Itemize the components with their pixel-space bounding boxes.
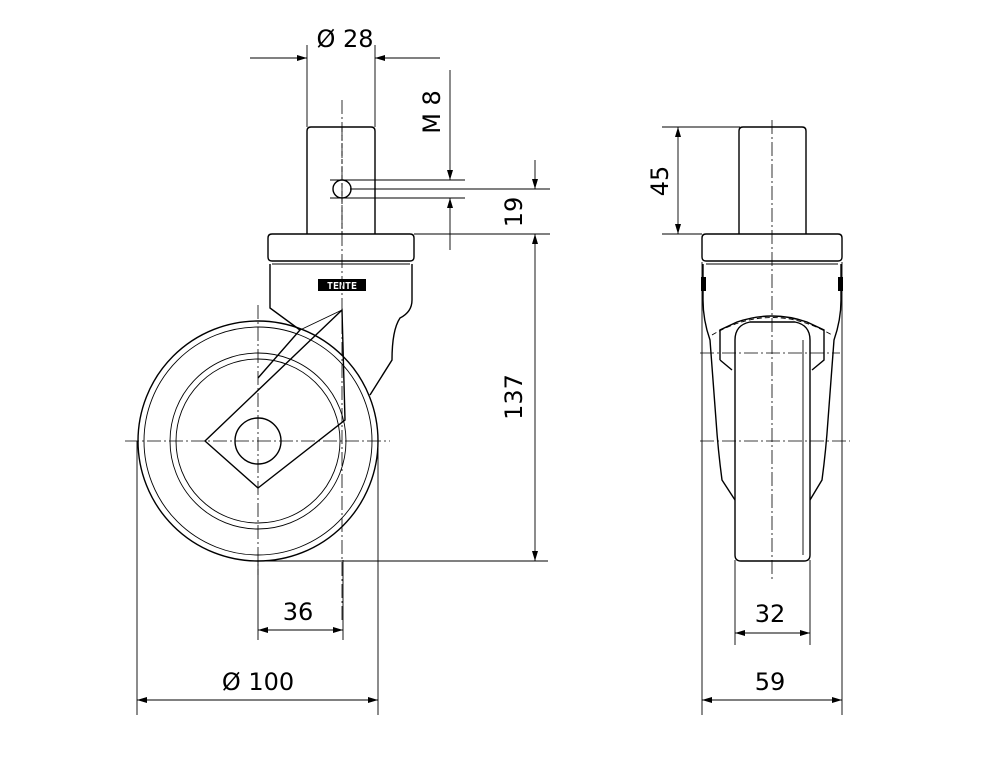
dim-stem-height: 45: [646, 126, 740, 235]
svg-text:Ø 28: Ø 28: [316, 25, 373, 53]
dim-stem-diameter: Ø 28: [250, 25, 440, 127]
side-view: TENTE: [125, 100, 415, 620]
svg-text:45: 45: [646, 166, 674, 197]
svg-text:59: 59: [755, 668, 786, 696]
dim-total-height: 137: [258, 374, 548, 562]
mounting-plate: [267, 233, 415, 265]
stem: [306, 126, 376, 234]
dim-hole-offset: 19: [350, 160, 550, 561]
dim-thread: M 8: [330, 70, 465, 250]
svg-text:M 8: M 8: [418, 90, 446, 134]
svg-text:Ø 100: Ø 100: [222, 668, 294, 696]
dim-wheel-diameter: Ø 100: [136, 441, 379, 715]
dim-swivel-offset: 36: [257, 560, 344, 640]
svg-text:32: 32: [755, 600, 786, 628]
svg-text:36: 36: [283, 598, 314, 626]
dim-wheel-width: 32: [734, 560, 811, 645]
svg-text:137: 137: [500, 374, 528, 420]
front-view: [700, 120, 850, 580]
svg-text:19: 19: [500, 197, 528, 228]
dim-housing-width: 59: [701, 262, 843, 715]
wheel: [125, 100, 390, 620]
